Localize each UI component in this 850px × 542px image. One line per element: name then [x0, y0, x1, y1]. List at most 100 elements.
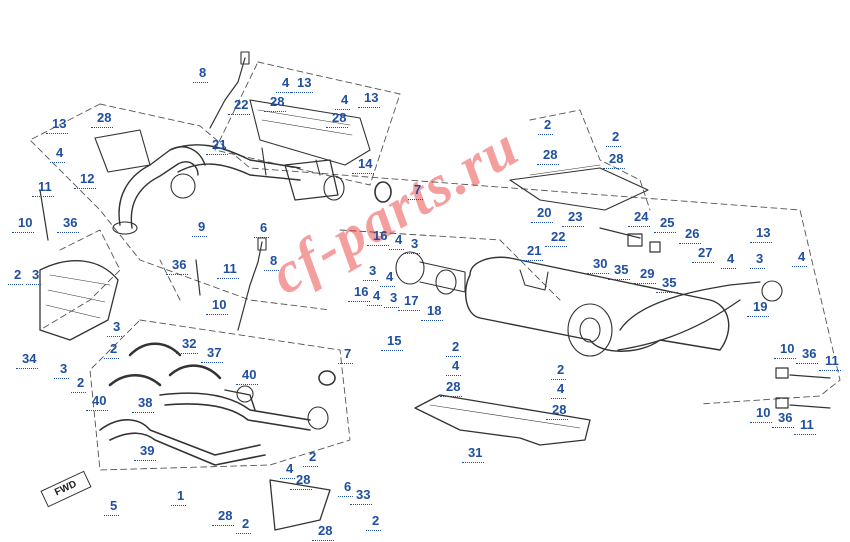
flange-assembly	[395, 251, 466, 295]
callout-label: 7	[337, 346, 354, 364]
callout-label: 40	[85, 393, 110, 411]
callout-label: 28	[602, 151, 627, 169]
callout-label: 40	[235, 367, 260, 385]
oxygen-sensor-lower	[237, 241, 263, 331]
callout-label: 2	[550, 362, 567, 380]
callout-label: 3	[383, 290, 400, 308]
callout-label: 12	[73, 171, 98, 189]
callout-label: 2	[365, 513, 382, 531]
callout-label: 28	[311, 523, 336, 541]
left-heat-shield	[39, 260, 119, 341]
callout-label: 13	[290, 75, 315, 93]
callout-label: 4	[49, 145, 66, 163]
callout-label: 7	[407, 182, 424, 200]
callout-label: 3	[106, 319, 123, 337]
callout-label: 4	[791, 249, 808, 267]
callout-label: 39	[133, 443, 158, 461]
callout-label: 10	[205, 297, 230, 315]
callout-label: 15	[380, 333, 405, 351]
callout-label: 34	[15, 351, 40, 369]
callout-label: 6	[253, 220, 270, 238]
callout-label: 2	[445, 339, 462, 357]
callout-label: 27	[691, 245, 716, 263]
callout-label: 28	[289, 472, 314, 490]
callout-label: 2	[103, 341, 120, 359]
callout-label: 36	[771, 410, 796, 428]
callout-label: 4	[366, 288, 383, 306]
callout-label: 25	[653, 215, 678, 233]
callout-label: 22	[544, 229, 569, 247]
callout-label: 28	[545, 402, 570, 420]
callout-label: 2	[70, 375, 87, 393]
callout-label: 3	[404, 236, 421, 254]
callout-label: 10	[11, 215, 36, 233]
callout-label: 10	[749, 405, 774, 423]
bracket-plate	[94, 129, 151, 173]
callout-label: 11	[32, 179, 54, 197]
callout-label: 1	[170, 488, 187, 506]
callout-label: 2	[235, 516, 252, 534]
callout-label: 36	[795, 346, 820, 364]
callout-label: 8	[192, 65, 209, 83]
callout-label: 21	[205, 137, 230, 155]
callout-label: 3	[362, 263, 379, 281]
callout-label: 5	[103, 498, 120, 516]
callout-label: 37	[200, 345, 225, 363]
header-pipe-upper	[112, 144, 301, 235]
callout-label: 18	[420, 303, 445, 321]
callout-label: 13	[45, 116, 70, 134]
callout-label: 13	[357, 90, 382, 108]
skid-plate	[414, 394, 591, 446]
callout-label: 23	[561, 209, 586, 227]
callout-label: 4	[334, 92, 351, 110]
callout-label: 2	[605, 129, 622, 147]
assembly-boundary-lines	[29, 61, 841, 471]
callout-label: 30	[586, 256, 611, 274]
callout-label: 36	[56, 215, 81, 233]
callout-label: 6	[337, 479, 354, 497]
callout-label: 8	[263, 253, 280, 271]
callout-label: 10	[773, 341, 798, 359]
callout-label: 36	[165, 257, 190, 275]
callout-label: 4	[279, 461, 296, 479]
callout-label: 28	[90, 110, 115, 128]
callout-label: 28	[211, 508, 236, 526]
callout-label: 28	[325, 110, 350, 128]
callout-label: 2	[537, 117, 554, 135]
callout-label: 21	[520, 243, 545, 261]
upper-heat-shield	[249, 99, 371, 166]
callout-label: 4	[445, 358, 462, 376]
callout-label: 29	[633, 266, 658, 284]
callout-label: 11	[819, 353, 841, 371]
callout-label: 28	[263, 94, 288, 112]
callout-label: 13	[749, 225, 774, 243]
oxygen-sensor-upper	[209, 57, 246, 129]
callout-label: 22	[227, 97, 252, 115]
callout-label: 11	[794, 417, 816, 435]
callout-label: 28	[536, 147, 561, 165]
callout-label: 20	[530, 205, 555, 223]
callout-label: 31	[461, 445, 486, 463]
gasket-ring-upper	[374, 181, 392, 203]
callout-label: 28	[439, 379, 464, 397]
callout-label: 24	[627, 209, 652, 227]
callout-label: 38	[131, 395, 156, 413]
callout-label: 4	[275, 75, 292, 93]
callout-label: 14	[351, 156, 376, 174]
muffler-heat-shield	[509, 167, 649, 211]
callout-label: 19	[746, 299, 771, 317]
catalyst-pipe	[261, 147, 345, 201]
callout-label: 3	[53, 361, 70, 379]
callout-label: 3	[749, 251, 766, 269]
callout-label: 33	[349, 487, 374, 505]
mounting-bolts	[39, 189, 831, 409]
callout-label: 17	[397, 293, 422, 311]
callout-label: 4	[550, 381, 567, 399]
muffler	[464, 256, 783, 357]
lower-heat-shield	[269, 479, 331, 531]
callout-label: 4	[379, 269, 396, 287]
callout-label: 11	[217, 261, 239, 279]
callout-label: 4	[388, 232, 405, 250]
callout-label: 16	[366, 228, 391, 246]
